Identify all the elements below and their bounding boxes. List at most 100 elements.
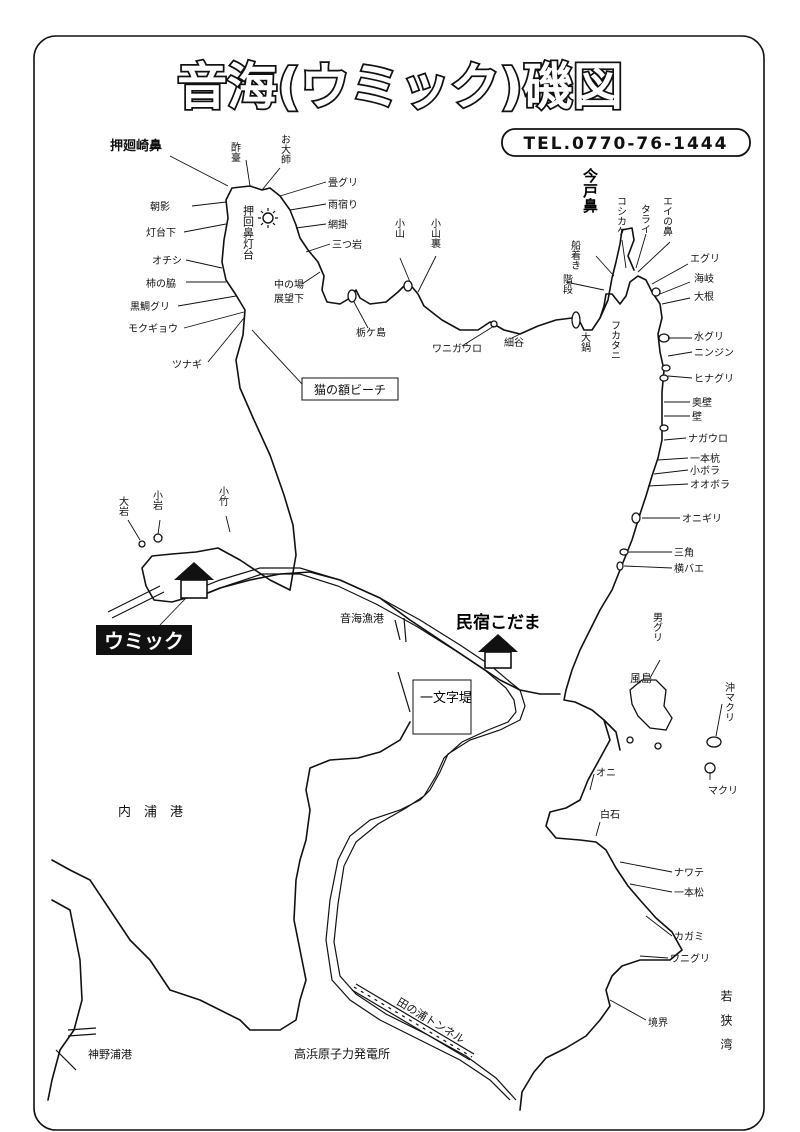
svg-text:ナガウロ: ナガウロ (688, 433, 728, 445)
svg-text:小山裏: 小山裏 (429, 218, 441, 249)
svg-text:ツナギ: ツナギ (172, 359, 202, 371)
svg-text:小岩: 小岩 (151, 490, 163, 511)
minshuku-house-icon (478, 634, 518, 669)
ichimonji-box (412, 679, 472, 735)
ichimonji-label: 一文字堤 (420, 691, 472, 706)
svg-text:壁: 壁 (692, 410, 702, 423)
point-labels: 酢臺 お大師 朝影 灯台下 オチシ 柿の脇 黒鯛グリ モクギョウ ツナギ 畳グリ… (117, 134, 739, 1029)
svg-text:雨宿り: 雨宿り (328, 198, 358, 211)
svg-text:モクギョウ: モクギョウ (128, 323, 178, 335)
svg-text:風島: 風島 (630, 671, 652, 685)
uchiura-label: 内 浦 港 (118, 804, 183, 820)
svg-text:水グリ: 水グリ (694, 330, 724, 343)
svg-text:展望下: 展望下 (274, 292, 304, 305)
svg-text:畳グリ: 畳グリ (328, 176, 358, 189)
svg-text:網掛: 網掛 (328, 218, 348, 231)
peninsula-coastline (221, 185, 665, 751)
svg-text:酢臺: 酢臺 (229, 141, 241, 162)
svg-text:一本杭: 一本杭 (690, 452, 720, 465)
lighthouse-icon (258, 208, 278, 228)
svg-text:お大師: お大師 (279, 134, 291, 165)
svg-text:一本松: 一本松 (674, 886, 704, 899)
svg-text:エグリ: エグリ (690, 252, 720, 265)
kanno-pier-2 (55, 1049, 77, 1071)
kanno-shore (47, 899, 83, 1101)
svg-text:海岐: 海岐 (694, 272, 714, 285)
svg-text:フカタニ: フカタニ (609, 320, 621, 360)
umikku-label[interactable]: ウミック (104, 629, 184, 653)
tunnel-line (351, 989, 471, 1061)
coastal-road (189, 567, 526, 1101)
svg-text:小山: 小山 (393, 218, 405, 238)
umikku-label-box (96, 625, 192, 655)
svg-text:横バエ: 横バエ (674, 562, 704, 575)
svg-text:黒鯛グリ: 黒鯛グリ (130, 300, 170, 313)
oshimawari-label: 押廻崎鼻 (110, 138, 162, 154)
kanno-pier (67, 1027, 97, 1037)
kanno-label: 神野浦港 (88, 1047, 132, 1061)
svg-text:ワニガウロ: ワニガウロ (432, 343, 482, 355)
tel-box (501, 128, 751, 157)
neko-beach-box (301, 377, 399, 401)
rocks (138, 280, 722, 774)
svg-text:大鍋: 大鍋 (579, 331, 591, 352)
svg-text:三つ岩: 三つ岩 (332, 238, 362, 251)
imado-cape (599, 227, 635, 319)
wakasa-label: 若 狭 湾 (719, 990, 733, 1051)
minshuku-label[interactable]: 民宿こだま (456, 612, 541, 633)
svg-text:オニ: オニ (596, 767, 616, 779)
svg-text:小竹: 小竹 (217, 486, 229, 507)
svg-text:奥壁: 奥壁 (692, 396, 712, 409)
svg-text:栃ケ島: 栃ケ島 (356, 326, 386, 339)
map-frame (33, 35, 765, 1131)
tunnel-line-2 (355, 983, 475, 1055)
map-title: 音海(ウミック)磯図 (177, 58, 623, 116)
svg-text:ニンジン: ニンジン (694, 348, 734, 359)
plant-label: 高浜原子力発電所 (294, 1046, 390, 1061)
imado-label: 今戸鼻 (581, 167, 599, 214)
kazashima-island (629, 679, 673, 731)
svg-text:オオボラ: オオボラ (690, 479, 730, 491)
svg-text:柿の脇: 柿の脇 (146, 277, 176, 290)
svg-text:白石: 白石 (600, 808, 620, 821)
svg-text:階段: 階段 (561, 274, 573, 295)
uchiura-shore (51, 721, 411, 1031)
svg-text:タライ: タライ (639, 204, 651, 234)
svg-text:船着き: 船着き (569, 239, 581, 270)
otomi-pier (394, 617, 407, 643)
svg-text:男グリ: 男グリ (651, 612, 663, 642)
breakwater-umikku-2 (111, 591, 165, 619)
coastal-road-edge (195, 573, 517, 1101)
svg-text:カガミ: カガミ (674, 931, 704, 943)
svg-text:オチシ: オチシ (152, 255, 182, 267)
svg-text:オニギリ: オニギリ (682, 513, 722, 525)
svg-text:エイの鼻: エイの鼻 (661, 196, 673, 237)
svg-text:三角: 三角 (674, 547, 694, 559)
umikku-house-icon (174, 562, 214, 599)
svg-text:中の場: 中の場 (274, 278, 304, 291)
svg-text:大岩: 大岩 (117, 495, 129, 517)
svg-text:コシカケ: コシカケ (615, 196, 627, 236)
svg-text:灯台下: 灯台下 (146, 226, 176, 239)
neko-beach-label: 猫の額ビーチ (314, 383, 386, 397)
svg-text:ワニグリ: ワニグリ (670, 952, 710, 965)
lighthouse-label: 押回鼻灯台 (242, 204, 255, 260)
breakwater-umikku (107, 585, 161, 613)
umikku-pointer (159, 597, 187, 626)
svg-text:ヒナグリ: ヒナグリ (694, 372, 734, 385)
svg-text:ナワテ: ナワテ (674, 867, 704, 879)
tunnel-label: 田の浦トンネル (394, 995, 467, 1046)
tunnel-bars (353, 986, 473, 1058)
tel-number[interactable]: TEL.0770-76-1444 (524, 134, 729, 154)
svg-text:小ボラ: 小ボラ (690, 465, 720, 477)
svg-text:朝影: 朝影 (150, 201, 170, 213)
svg-text:沖マクリ: 沖マクリ (723, 681, 735, 722)
svg-text:大根: 大根 (694, 290, 714, 303)
svg-text:境界: 境界 (648, 1016, 668, 1029)
leader-lines (127, 155, 723, 1021)
south-coastline (519, 719, 683, 1111)
svg-text:細谷: 細谷 (504, 336, 524, 349)
otomi-gyoko-label: 音海漁港 (340, 611, 384, 625)
svg-text:マクリ: マクリ (708, 785, 738, 797)
